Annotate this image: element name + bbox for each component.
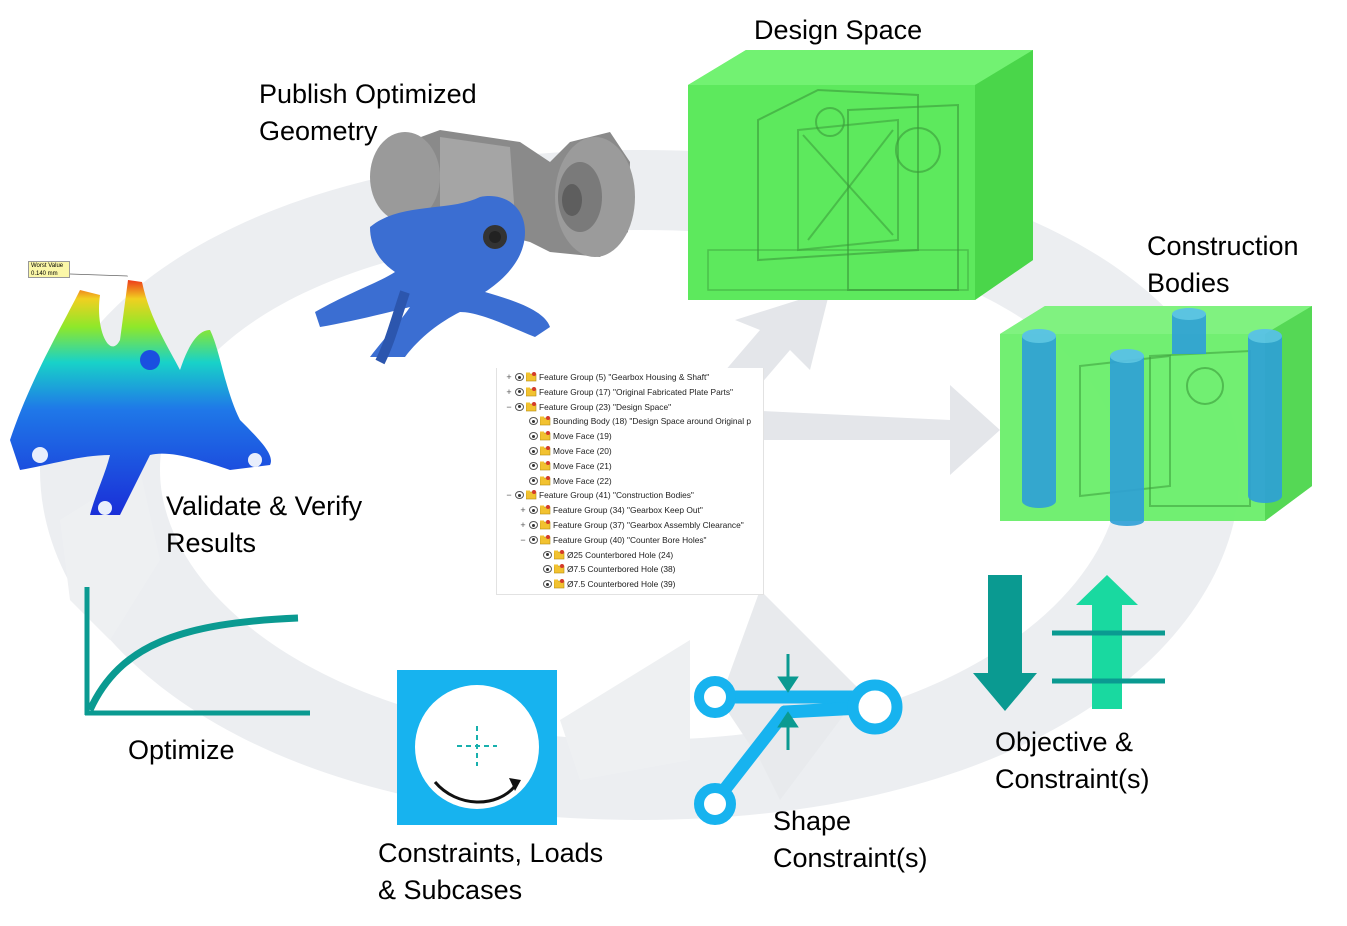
publish-label-line1: Publish Optimized <box>259 79 477 109</box>
tree-expander-icon[interactable]: + <box>520 505 526 516</box>
constraints-loads-label-line2: & Subcases <box>378 875 523 905</box>
worst-value-tooltip: Worst Value 0.140 mm <box>28 261 70 278</box>
feature-tree-label: Feature Group (37) "Gearbox Assembly Cle… <box>553 520 744 530</box>
feature-tree-row[interactable]: + Feature Group (34) "Gearbox Keep Out" <box>497 503 763 518</box>
feature-tree-label: Feature Group (34) "Gearbox Keep Out" <box>553 505 703 516</box>
validation-contour-model <box>10 273 271 515</box>
tree-expander-icon[interactable]: + <box>520 520 526 530</box>
feature-tree-label: Bounding Body (18) "Design Space around … <box>553 416 752 427</box>
feature-tree-row[interactable]: Move Face (21) <box>497 459 763 474</box>
visibility-eye-icon[interactable] <box>543 550 552 559</box>
tree-expander-icon[interactable]: − <box>520 534 526 545</box>
tree-expander-icon[interactable]: + <box>506 372 512 382</box>
construction-cylinders <box>1022 308 1282 526</box>
feature-tree-row[interactable]: Bounding Body (18) "Design Space around … <box>497 414 763 429</box>
optimize-curve-icon <box>84 587 310 716</box>
optimized-geometry-model <box>315 130 635 365</box>
construction-bodies-box <box>1000 306 1312 526</box>
shape-constraint-label-line1: Shape <box>773 806 852 836</box>
feature-tree-row[interactable]: − Feature Group (23) "Design Space" <box>497 400 763 415</box>
feature-tree-label: Feature Group (5) "Gearbox Housing & Sha… <box>539 372 710 382</box>
objective-label-line2: Constraint(s) <box>995 764 1150 794</box>
tooltip-title: Worst Value <box>31 263 64 269</box>
objective-constraint-icon <box>973 575 1165 711</box>
constraints-loads-icon <box>397 670 557 825</box>
feature-folder-icon <box>539 446 551 456</box>
feature-folder-icon <box>525 372 537 382</box>
feature-tree-row[interactable]: Ø7.5 Counterbored Hole (39) <box>497 577 763 592</box>
feature-folder-icon <box>539 505 551 515</box>
arrow-lower-left <box>560 640 690 780</box>
shape-constraint-icon <box>694 654 903 825</box>
constraints-loads-label-line1: Constraints, Loads <box>378 838 604 868</box>
visibility-eye-icon[interactable] <box>515 491 524 500</box>
visibility-eye-icon[interactable] <box>529 535 538 544</box>
visibility-eye-icon[interactable] <box>543 580 552 589</box>
visibility-eye-icon[interactable] <box>515 402 524 411</box>
feature-tree-panel: + Feature Group (5) "Gearbox Housing & Sh… <box>496 368 764 595</box>
visibility-eye-icon[interactable] <box>529 417 538 426</box>
feature-tree-row[interactable]: Ø7.5 Counterbored Hole (38) <box>497 562 763 577</box>
feature-folder-icon <box>539 460 551 471</box>
feature-folder-icon <box>539 534 551 545</box>
feature-tree-label: Feature Group (17) "Original Fabricated … <box>539 386 734 397</box>
feature-folder-icon <box>539 416 551 426</box>
tree-expander-icon[interactable]: − <box>506 401 512 412</box>
visibility-eye-icon[interactable] <box>529 432 538 441</box>
validate-label-line2: Results <box>166 528 257 558</box>
feature-tree-row[interactable]: Move Face (19) <box>497 429 763 444</box>
feature-folder-icon <box>539 475 551 486</box>
design-space-label: Design Space <box>754 15 923 45</box>
publish-label-line2: Geometry <box>259 116 378 146</box>
feature-tree-label: Move Face (20) <box>553 446 612 456</box>
feature-tree-row[interactable]: Ø25 Counterbored Hole (24) <box>497 548 763 563</box>
arrow-to-construction-bodies <box>740 385 1000 475</box>
feature-tree-label: Feature Group (23) "Design Space" <box>539 401 672 412</box>
feature-tree-row[interactable]: + Feature Group (37) "Gearbox Assembly Cl… <box>497 518 763 533</box>
feature-tree-label: Ø7.5 Counterbored Hole (39) <box>567 579 676 590</box>
optimize-label: Optimize <box>128 735 235 765</box>
feature-tree-label: Feature Group (41) "Construction Bodies" <box>539 490 694 501</box>
visibility-eye-icon[interactable] <box>529 521 538 529</box>
feature-folder-icon <box>553 579 565 589</box>
objective-label-line1: Objective & <box>995 727 1134 757</box>
feature-folder-icon <box>525 386 537 397</box>
design-space-box <box>688 50 1033 300</box>
feature-folder-icon <box>525 490 537 500</box>
visibility-eye-icon[interactable] <box>515 373 524 381</box>
feature-tree-row[interactable]: + Feature Group (17) "Original Fabricated… <box>497 385 763 400</box>
feature-folder-icon <box>553 549 565 560</box>
visibility-eye-icon[interactable] <box>543 565 552 574</box>
feature-folder-icon <box>539 431 551 441</box>
visibility-eye-icon[interactable] <box>529 447 538 455</box>
construction-bodies-label-line1: Construction <box>1147 231 1299 261</box>
construction-bodies-label-line2: Bodies <box>1147 268 1230 298</box>
visibility-eye-icon[interactable] <box>515 387 524 396</box>
visibility-eye-icon[interactable] <box>529 506 538 515</box>
visibility-eye-icon[interactable] <box>529 476 538 485</box>
feature-tree-label: Move Face (21) <box>553 460 612 471</box>
visibility-eye-icon[interactable] <box>529 461 538 470</box>
feature-tree-row[interactable]: − Feature Group (40) "Counter Bore Holes" <box>497 533 763 548</box>
feature-folder-icon <box>553 564 565 574</box>
feature-tree-row[interactable]: Move Face (20) <box>497 444 763 459</box>
feature-folder-icon <box>525 401 537 412</box>
feature-folder-icon <box>539 520 551 530</box>
feature-tree-row[interactable]: − Feature Group (41) "Construction Bodies… <box>497 488 763 503</box>
tree-expander-icon[interactable]: − <box>506 490 512 501</box>
tooltip-value: 0.140 mm <box>31 271 58 277</box>
feature-tree-label: Move Face (19) <box>553 431 612 442</box>
feature-tree-label: Ø7.5 Counterbored Hole (38) <box>567 564 676 575</box>
validate-label-line1: Validate & Verify <box>166 491 363 521</box>
feature-tree-label: Feature Group (40) "Counter Bore Holes" <box>553 534 707 545</box>
shape-constraint-label-line2: Constraint(s) <box>773 843 928 873</box>
feature-tree-label: Move Face (22) <box>553 475 612 486</box>
feature-tree-row[interactable]: Move Face (22) <box>497 474 763 489</box>
feature-tree-row[interactable]: + Feature Group (5) "Gearbox Housing & Sh… <box>497 370 763 385</box>
tree-expander-icon[interactable]: + <box>506 386 512 397</box>
feature-tree-label: Ø25 Counterbored Hole (24) <box>567 549 674 560</box>
